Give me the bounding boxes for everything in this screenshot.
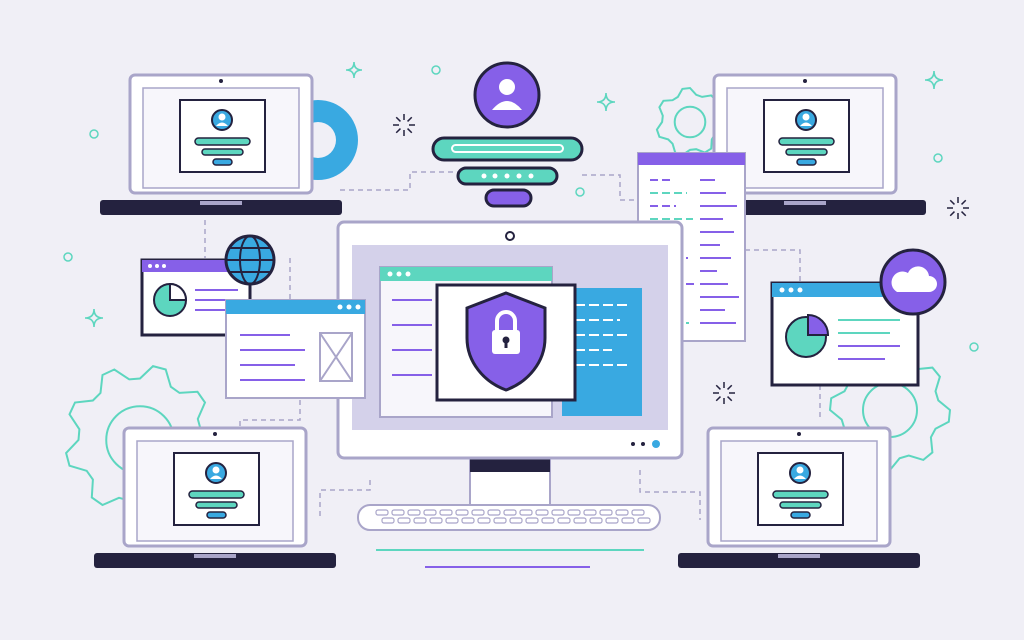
keyboard-key <box>381 517 395 524</box>
image-placeholder-icon <box>319 332 353 382</box>
dot <box>63 252 73 262</box>
login-button <box>790 511 811 519</box>
keyboard-key <box>455 509 469 516</box>
keyboard-key <box>375 509 389 516</box>
webcam-icon <box>219 79 223 83</box>
sparkle-icon <box>84 308 104 328</box>
sparkle-icon <box>345 61 363 79</box>
keyboard-key <box>615 509 629 516</box>
keyboard-key <box>391 509 405 516</box>
keyboard-key <box>589 517 603 524</box>
padlock-shield-icon <box>465 291 547 392</box>
dot <box>969 342 979 352</box>
keyboard-key <box>461 517 475 524</box>
globe-icon <box>224 234 276 286</box>
password-field <box>785 148 828 156</box>
username-field <box>772 490 829 499</box>
username-field <box>194 137 251 146</box>
keyboard-key <box>503 509 517 516</box>
cloud-icon <box>879 248 947 316</box>
keyboard-key <box>583 509 597 516</box>
keyboard-key <box>551 509 565 516</box>
sparkle-icon <box>924 70 944 90</box>
dot <box>431 65 441 75</box>
username-field <box>778 137 835 146</box>
content-window-left <box>225 299 366 399</box>
keyboard-key <box>477 517 491 524</box>
gear-icon <box>655 86 726 157</box>
laptops <box>94 73 926 568</box>
keyboard-key <box>567 509 581 516</box>
pie-chart-icon <box>153 282 188 317</box>
password-field <box>195 501 238 509</box>
keyboard-key <box>471 509 485 516</box>
keyboard-key <box>599 509 613 516</box>
keyboard-key <box>413 517 427 524</box>
keyboard-key <box>445 517 459 524</box>
connector-lines <box>204 171 821 520</box>
sparkles <box>63 61 979 404</box>
desktop-monitor <box>336 220 684 568</box>
laptop <box>100 73 342 215</box>
dot <box>89 129 99 139</box>
login-button <box>206 511 227 519</box>
dot <box>575 187 585 197</box>
laptop <box>684 73 926 215</box>
login-button <box>796 158 817 166</box>
username-field <box>188 490 245 499</box>
keyboard-key <box>397 517 411 524</box>
keyboard-key <box>519 509 533 516</box>
keyboard-key <box>407 509 421 516</box>
username-field <box>431 136 584 162</box>
keyboard-key <box>487 509 501 516</box>
login-button <box>212 158 233 166</box>
keyboard-key <box>423 509 437 516</box>
keyboard-key <box>541 517 555 524</box>
keyboard-key <box>535 509 549 516</box>
pie-chart-icon <box>785 313 830 358</box>
keyboard-key <box>637 517 651 524</box>
keyboard-key <box>557 517 571 524</box>
webcam-icon <box>505 231 515 241</box>
keyboard-key <box>621 517 635 524</box>
login-button <box>484 188 533 208</box>
keyboard-key <box>429 517 443 524</box>
sparkle-icon <box>947 197 969 219</box>
sparkle-icon <box>713 382 735 404</box>
keyboard-key <box>439 509 453 516</box>
login-widget <box>431 61 584 208</box>
sparkle-icon <box>393 114 415 136</box>
webcam-icon <box>797 432 801 436</box>
keyboard-key <box>493 517 507 524</box>
keyboard-key <box>631 509 645 516</box>
webcam-icon <box>803 79 807 83</box>
laptop-base <box>94 553 336 568</box>
laptop <box>678 426 920 568</box>
dot <box>933 153 943 163</box>
keyboard-key <box>509 517 523 524</box>
laptop-base <box>678 553 920 568</box>
laptop-base <box>100 200 342 215</box>
password-field <box>201 148 244 156</box>
keyboard-key <box>573 517 587 524</box>
keyboard-key <box>605 517 619 524</box>
password-field <box>779 501 822 509</box>
sparkle-icon <box>596 92 616 112</box>
keyboard-key <box>525 517 539 524</box>
webcam-icon <box>213 432 217 436</box>
laptop <box>94 426 336 568</box>
